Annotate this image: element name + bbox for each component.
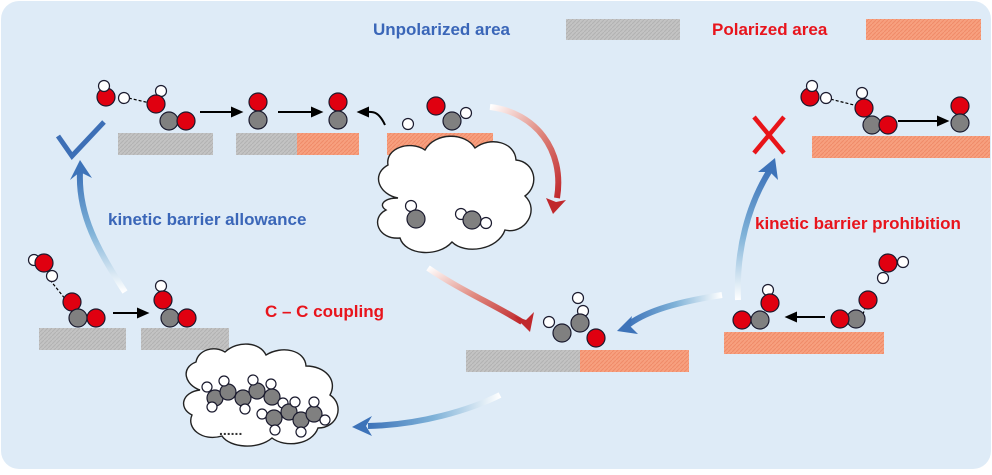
legend-polarized-label: Polarized area	[712, 20, 828, 39]
reaction-arrow	[898, 115, 950, 127]
arrow-curve	[367, 392, 502, 429]
check-icon	[55, 120, 106, 160]
cross-icon	[752, 115, 786, 155]
arrow-head	[70, 160, 92, 180]
arrow-head	[617, 316, 638, 334]
surface-unpolarized	[466, 350, 580, 372]
arrow-curve	[626, 292, 723, 328]
surface-polarized	[724, 332, 884, 354]
coupling-label: C – C coupling	[265, 302, 384, 321]
legend-polarized-swatch	[866, 19, 981, 40]
surface-unpolarized	[39, 328, 126, 350]
reaction-arrow	[113, 307, 150, 319]
allowance-label: kinetic barrier allowance	[108, 210, 307, 229]
legend-unpolarized-swatch	[566, 19, 680, 40]
hook-arrow	[356, 106, 386, 126]
arrow-curve	[76, 171, 128, 294]
surface-unpolarized	[118, 133, 213, 155]
surface-polarized	[812, 136, 990, 158]
arrow-curve	[426, 265, 524, 325]
arrow-curve	[489, 104, 562, 199]
surface-unpolarized	[236, 133, 297, 155]
arrow-head	[758, 158, 778, 180]
legend-unpolarized-label: Unpolarized area	[373, 20, 510, 39]
surface-polarized	[297, 133, 359, 155]
arrow-head	[352, 416, 372, 436]
reaction-arrow	[784, 311, 825, 323]
arrow-curve	[734, 168, 773, 301]
reaction-arrow	[200, 106, 244, 118]
ellipsis-label: ......	[219, 422, 243, 438]
reaction-arrow	[278, 106, 324, 118]
molecules	[27, 79, 970, 438]
prohibition-label: kinetic barrier prohibition	[755, 214, 961, 233]
arrow-head	[546, 198, 566, 214]
arrow-head	[514, 312, 534, 332]
surface-polarized	[580, 350, 689, 372]
surface-unpolarized	[141, 328, 229, 350]
